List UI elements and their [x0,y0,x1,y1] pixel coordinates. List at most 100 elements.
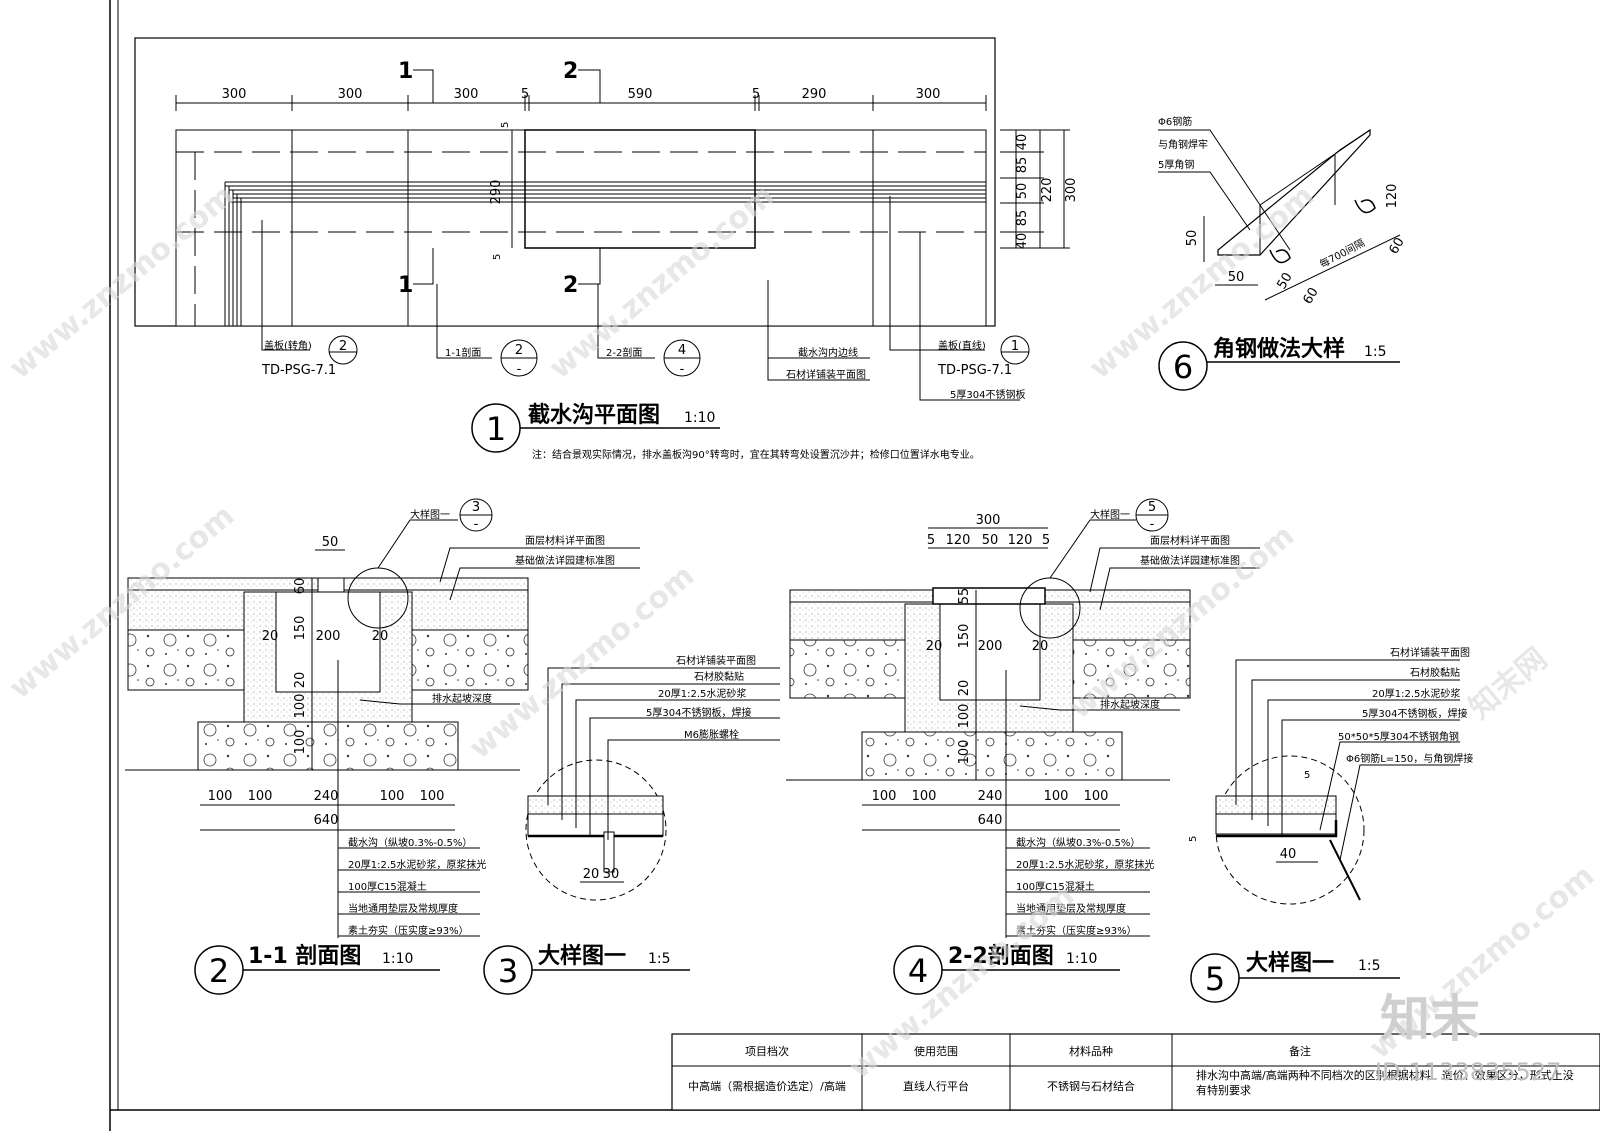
angle-dim: 50 [1185,230,1200,247]
section-mark-1-line [413,69,434,103]
sec-callouts [338,847,480,937]
detail5-label: 50*50*5厚304不锈钢角钢 [1338,730,1459,743]
detail-3: 石材详铺装平面图 石材胶黏贴 20厚1:2.5水泥砂浆 5厚304不锈钢板，焊接… [483,654,780,995]
sec-label: 面层材料详平面图 [525,534,605,547]
section-mark-1-top: 1 [398,59,413,84]
sec-vdim: 100 [957,740,972,765]
sec11-scale: 1:10 [382,951,413,967]
grate [317,577,345,593]
sec-label: 基础做法详园建标准图 [515,554,615,567]
plan-small-5b: 5 [492,254,503,260]
angle-label: Φ6钢筋 [1158,115,1192,128]
angle-dim: 每700间隔 [1317,236,1366,271]
label-inner-line: 截水沟内边线 [798,346,858,359]
sec-vdim: 100 [957,704,972,729]
sec-ref-label: 大样图一 [410,508,450,521]
plan-dim: 290 [802,87,827,102]
watermark-brand: 知末网 [1463,641,1554,726]
stone-cover [932,587,1046,605]
angle-dim: 50 [1274,270,1295,292]
sec-hdim: 20 [926,639,943,654]
sec-bdim: 240 [314,789,339,804]
top-dims: 300 300 300 5 590 5 290 300 [222,87,941,102]
sec-callout: 20厚1:2.5水泥砂浆，原浆抹光 [1016,858,1154,871]
sec-callout: 20厚1:2.5水泥砂浆，原浆抹光 [348,858,486,871]
detail5-label: 20厚1:2.5水泥砂浆 [1372,687,1460,700]
sec-bdim: 100 [1084,789,1109,804]
right-dim: 40 [1015,134,1030,151]
foundation [197,721,459,771]
label-cover-straight: 盖板(直线) [938,339,986,352]
sec-bdim: 100 [1044,789,1069,804]
detail5-dim: 40 [1280,847,1297,862]
plan-inner-height: 290 [489,180,504,205]
title-num: 3 [498,952,518,990]
sec-vdim: 20 [293,672,308,689]
right-dim-mid: 220 [1040,178,1055,203]
right-dim-total: 300 [1064,178,1079,203]
sec-callout: 截水沟（纵坡0.3%-0.5%） [348,836,472,849]
top-dim-ticks [175,95,987,111]
sec-callout: 素土夯实（压实度≥93%） [1016,924,1137,937]
detail5-label: 5厚304不锈钢板，焊接 [1362,707,1467,720]
ref-num: 2 [515,343,523,358]
sec-bdim: 100 [208,789,233,804]
trench-channel [939,603,1041,701]
title-num: 6 [1173,348,1193,386]
sec-top-dim: 5 [1042,533,1050,548]
detail3-circle [525,759,667,901]
sec-label: 基础做法详园建标准图 [1140,554,1240,567]
sec-top-dim: 5 [927,533,935,548]
table-header: 使用范围 [914,1044,958,1058]
table-cell: 不锈钢与石材结合 [1047,1079,1135,1093]
detail5-dim: 5 [1304,770,1310,781]
title-num: 4 [908,952,928,990]
label-steel: 5厚304不锈钢板 [950,388,1025,401]
detail5-label: 石材胶黏贴 [1410,666,1460,679]
sec-vdim: 20 [957,680,972,697]
detail3-dim: 30 [603,867,620,882]
detail3-title: 大样图一 [538,943,626,969]
sec-bdim: 100 [420,789,445,804]
detail3-dim: 20 [583,867,600,882]
section-mark-1-line-b [413,248,434,285]
trench-channel [275,591,381,693]
segment-dividers [291,130,874,326]
plan-dim: 590 [628,87,653,102]
table-cell-remark: 排水沟中高端/高端两种不同档次的区别根据材料、造价、效果区分，形式上没有特别要求 [1196,1069,1574,1097]
ref-dash: - [1150,517,1155,532]
title-bubble-6 [1158,341,1208,391]
ref-bubble-cover-straight [1000,335,1030,365]
plan-dim: 300 [222,87,247,102]
right-dim-ticks [1000,129,1070,249]
sec-top-dim: 120 [1008,533,1033,548]
sec-callout: 截水沟（纵坡0.3%-0.5%） [1016,836,1140,849]
sec-top-dim: 50 [982,533,999,548]
section-mark-1-bottom: 1 [398,273,413,298]
sec-hdim: 20 [372,629,389,644]
angle-label: 与角钢焊牢 [1158,138,1208,151]
sec22-scale: 1:10 [1066,951,1097,967]
plan-view: 300 300 300 5 590 5 290 300 1 2 1 2 290 … [134,37,1079,461]
ref-num: 1 [1011,339,1019,354]
plan-strip [175,129,987,327]
sec-callout: 100厚C15混凝土 [348,880,427,893]
section-mark-2-bottom: 2 [563,273,578,298]
ref-num: 5 [1148,500,1156,515]
table-cell: 中高端（需根据造价选定）/高端 [688,1079,846,1093]
spec-table: 项目档次 使用范围 材料品种 备注 中高端（需根据造价选定）/高端 直线人行平台… [671,1033,1600,1111]
detail5-label: 石材详铺装平面图 [1390,646,1470,659]
detail5-title: 大样图一 [1246,950,1334,976]
detail3-label: 5厚304不锈钢板，焊接 [646,706,751,719]
sec-label: 排水起坡深度 [1100,698,1160,711]
sec-callouts [1006,847,1150,937]
angle-dim: 60 [1300,285,1321,307]
sec-callout: 当地通用垫层及常规厚度 [348,902,458,915]
plan-dim: 300 [916,87,941,102]
sec-vdim: 55 [957,588,972,605]
sec-label: 排水起坡深度 [432,692,492,705]
angle-title: 角钢做法大样 [1213,336,1345,362]
detail3-label: 20厚1:2.5水泥砂浆 [658,687,746,700]
angle-detail: Φ6钢筋 与角钢焊牢 5厚角钢 50 50 120 50 60 每700间隔 6… [1158,115,1408,391]
